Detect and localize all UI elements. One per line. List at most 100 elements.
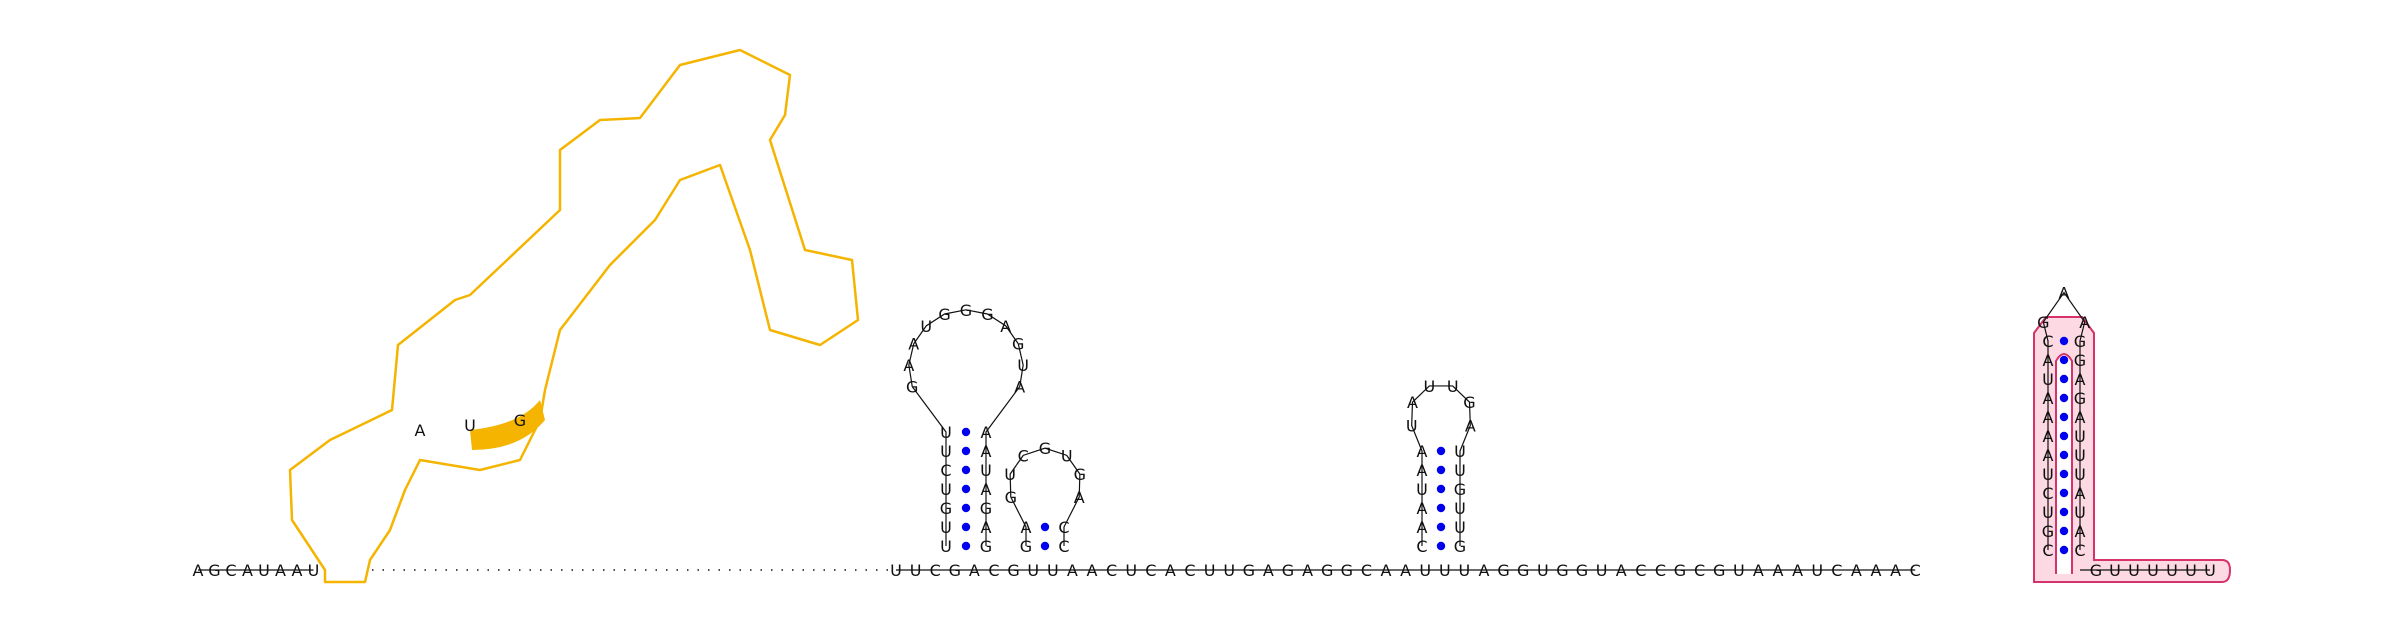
- base-pair-dot: [961, 503, 971, 513]
- nucleotide-91: A: [981, 518, 992, 537]
- nucleotide-124: U: [2042, 503, 2054, 522]
- base-pair-dot: [1436, 465, 1446, 475]
- nucleotide-62: U: [2109, 561, 2121, 580]
- backbone-segment: [908, 309, 1024, 546]
- base-pair-dot: [2059, 545, 2069, 555]
- nucleotide-42: G: [1556, 561, 1568, 580]
- nucleotide-110: U: [1406, 417, 1418, 436]
- nucleotide-10: C: [930, 561, 941, 580]
- nucleotide-138: G: [2074, 351, 2086, 370]
- nucleotide-134: G: [2037, 313, 2049, 332]
- nucleotide-50: G: [1713, 561, 1725, 580]
- nucleotide-92: G: [980, 537, 992, 556]
- backbone-segment: [2042, 291, 2086, 550]
- nucleotide-37: U: [1459, 561, 1471, 580]
- nucleotide-43: G: [1576, 561, 1588, 580]
- nucleotide-18: A: [1087, 561, 1098, 580]
- nucleotide-88: U: [980, 461, 992, 480]
- nucleotide-75: G: [906, 378, 918, 397]
- nucleotide-79: G: [938, 305, 950, 324]
- nucleotide-95: G: [1005, 488, 1017, 507]
- nucleotide-55: U: [1811, 561, 1823, 580]
- nucleotide-143: U: [2074, 446, 2086, 465]
- nucleotide-135: A: [2059, 284, 2070, 303]
- nucleotide-52: A: [1753, 561, 1764, 580]
- nucleotide-82: A: [1000, 317, 1011, 336]
- nucleotide-140: G: [2074, 389, 2086, 408]
- backbone-layer: [198, 291, 2210, 571]
- nucleotide-85: A: [1014, 378, 1025, 397]
- nucleotide-72: C: [940, 461, 951, 480]
- nucleotide-47: C: [1655, 561, 1666, 580]
- nucleotide-2: C: [225, 561, 236, 580]
- base-pair-dot: [2059, 431, 2069, 441]
- nucleotide-59: A: [1890, 561, 1901, 580]
- base-pair-dot: [2059, 393, 2069, 403]
- nucleotide-128: A: [2043, 427, 2054, 446]
- nucleotide-54: A: [1792, 561, 1803, 580]
- nucleotide-38: A: [1479, 561, 1490, 580]
- nucleotide-146: U: [2074, 503, 2086, 522]
- nucleotide-101: A: [1074, 488, 1085, 507]
- nucleotide-151: G: [514, 411, 526, 430]
- nucleotide-29: A: [1302, 561, 1313, 580]
- nucleotide-102: C: [1058, 518, 1069, 537]
- base-pair-dot: [961, 522, 971, 532]
- nucleotide-126: U: [2042, 465, 2054, 484]
- nucleotide-100: G: [1074, 465, 1086, 484]
- nucleotide-131: U: [2042, 370, 2054, 389]
- base-pair-dot: [1436, 522, 1446, 532]
- nucleotide-70: G: [940, 499, 952, 518]
- nucleotide-147: A: [2075, 522, 2086, 541]
- base-pair-dot: [961, 427, 971, 437]
- nucleotide-112: U: [1423, 377, 1435, 396]
- nucleotide-105: A: [1417, 518, 1428, 537]
- nucleotide-7: U: [308, 561, 320, 580]
- nucleotide-125: C: [2042, 484, 2053, 503]
- nucleotide-49: C: [1694, 561, 1705, 580]
- nucleotide-84: U: [1017, 356, 1029, 375]
- nucleotide-4: U: [258, 561, 270, 580]
- nucleotide-14: G: [1007, 561, 1019, 580]
- nucleotide-80: G: [960, 301, 972, 320]
- nucleotide-39: G: [1497, 561, 1509, 580]
- nucleotide-116: U: [1454, 442, 1466, 461]
- nucleotide-87: A: [981, 442, 992, 461]
- nucleotide-81: G: [981, 305, 993, 324]
- nucleotide-67: U: [2204, 561, 2216, 580]
- nucleotide-122: C: [2042, 541, 2053, 560]
- nucleotide-32: C: [1361, 561, 1372, 580]
- nucleotide-23: C: [1184, 561, 1195, 580]
- nucleotide-119: U: [1454, 499, 1466, 518]
- nucleotide-9: U: [910, 561, 922, 580]
- nucleotide-130: A: [2043, 389, 2054, 408]
- nucleotide-71: U: [940, 480, 952, 499]
- nucleotide-69: U: [940, 518, 952, 537]
- orange-highlight-outline: [288, 48, 860, 584]
- base-pair-dot: [2059, 488, 2069, 498]
- base-pair-dot: [961, 465, 971, 475]
- nucleotide-115: A: [1465, 417, 1476, 436]
- base-pair-dot: [1436, 484, 1446, 494]
- nucleotide-120: U: [1454, 518, 1466, 537]
- nucleotide-28: G: [1282, 561, 1294, 580]
- nucleotide-106: A: [1417, 499, 1428, 518]
- nucleotide-21: C: [1145, 561, 1156, 580]
- nucleotide-136: A: [2079, 313, 2090, 332]
- base-pair-dot: [2059, 469, 2069, 479]
- nucleotide-94: A: [1021, 518, 1032, 537]
- nucleotide-97: C: [1018, 446, 1029, 465]
- nucleotide-118: G: [1454, 480, 1466, 499]
- nucleotide-113: U: [1447, 377, 1459, 396]
- nucleotide-5: A: [275, 561, 286, 580]
- base-pair-dot: [2059, 507, 2069, 517]
- nucleotide-142: U: [2074, 427, 2086, 446]
- nucleotide-86: A: [981, 423, 992, 442]
- nucleotide-133: C: [2042, 332, 2053, 351]
- nucleotide-127: A: [2043, 446, 2054, 465]
- base-pair-dot: [1436, 503, 1446, 513]
- nucleotide-150: U: [464, 416, 476, 435]
- nucleotide-145: A: [2075, 484, 2086, 503]
